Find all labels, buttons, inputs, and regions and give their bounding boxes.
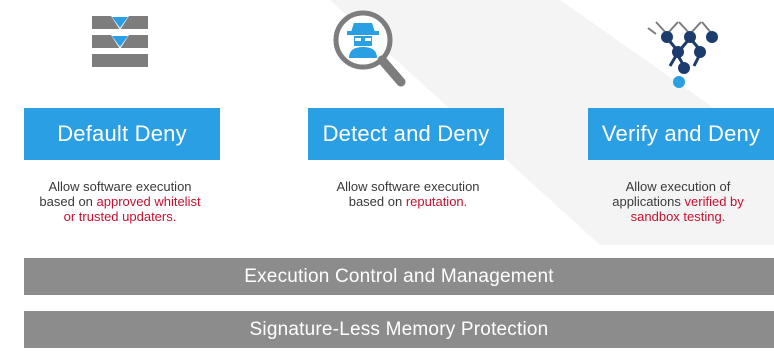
desc-highlight: sandbox testing.: [630, 209, 726, 224]
memory-protection-bar: Signature-Less Memory Protection: [24, 311, 774, 348]
magnifier-spy-icon: [250, 8, 490, 87]
desc-line: Allow software execution: [336, 179, 480, 194]
verify-and-deny-description: Allow execution of applications verified…: [588, 179, 768, 224]
desc-line: Allow software execution: [48, 179, 192, 194]
default-deny-title: Default Deny: [57, 121, 187, 146]
desc-line: Allow execution of: [625, 179, 731, 194]
desc-line: based on approved whitelist: [0, 194, 240, 209]
stacked-layers-icon: [0, 8, 250, 86]
detect-and-deny-label: Detect and Deny: [308, 108, 504, 160]
desc-line: applications verified by: [588, 194, 768, 209]
default-deny-description: Allow software execution based on approv…: [0, 179, 240, 224]
detect-and-deny-title: Detect and Deny: [322, 121, 490, 146]
detect-and-deny-description: Allow software execution based on reputa…: [288, 179, 528, 209]
desc-highlight: approved whitelist: [96, 194, 201, 209]
desc-text: based on: [348, 194, 406, 209]
desc-text: based on: [39, 194, 97, 209]
desc-text: applications: [612, 194, 685, 209]
column-default-deny: Default Deny Allow software execution ba…: [0, 0, 260, 245]
column-verify-and-deny: Verify and Deny Allow execution of appli…: [580, 0, 774, 245]
execution-control-label: Execution Control and Management: [244, 265, 554, 287]
verify-and-deny-title: Verify and Deny: [601, 121, 761, 146]
verify-and-deny-label: Verify and Deny: [588, 108, 774, 160]
desc-highlight: or trusted updaters.: [63, 209, 177, 224]
desc-highlight: reputation.: [405, 194, 468, 209]
memory-protection-label: Signature-Less Memory Protection: [249, 318, 549, 340]
default-deny-label: Default Deny: [24, 108, 220, 160]
tree-network-icon: [580, 8, 774, 88]
execution-control-bar: Execution Control and Management: [24, 258, 774, 295]
desc-highlight: verified by: [684, 194, 744, 209]
desc-line: based on reputation.: [288, 194, 528, 209]
column-detect-and-deny: Detect and Deny Allow software execution…: [280, 0, 520, 245]
